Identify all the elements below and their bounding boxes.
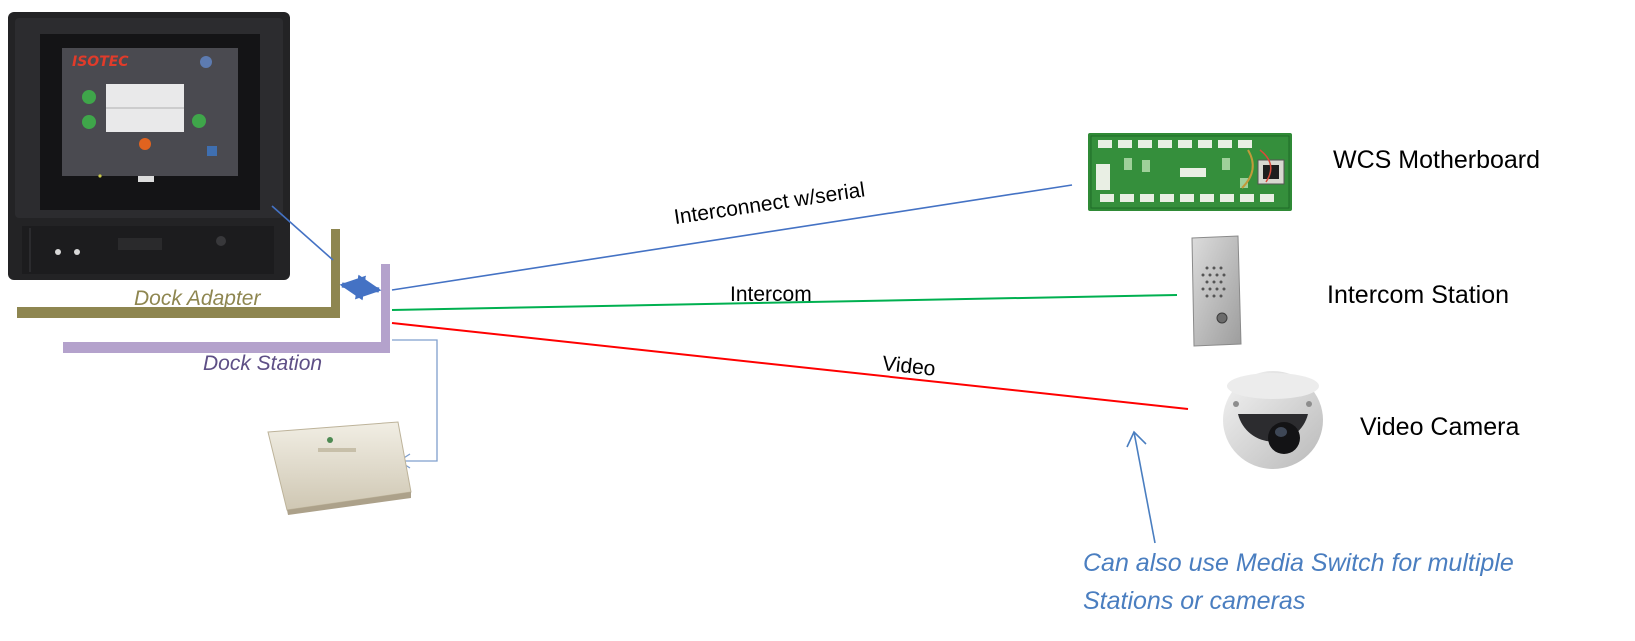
video-camera-image — [1223, 371, 1323, 469]
intercom-station-image — [1191, 235, 1242, 347]
video-line — [391, 322, 1189, 410]
wcs-motherboard-label: WCS Motherboard — [1333, 146, 1541, 174]
note-arrow — [1133, 431, 1156, 544]
intercom-station-label: Intercom Station — [1327, 281, 1510, 309]
dock-station-label: Dock Station — [203, 352, 323, 375]
video-camera-label: Video Camera — [1360, 413, 1520, 441]
dock-station — [63, 264, 390, 353]
interconnect-line — [391, 184, 1073, 291]
media-switch-note: Can also use Media Switch for multiple S… — [1083, 544, 1514, 620]
terminal-link-line — [271, 205, 334, 261]
wcs-motherboard-image — [1088, 133, 1292, 211]
dock-double-arrow — [339, 274, 382, 301]
dock-adapter-label: Dock Adapter — [134, 287, 261, 310]
note-line-1: Can also use Media Switch for multiple — [1083, 549, 1514, 577]
dock-to-box-connector — [392, 339, 438, 462]
control-box — [267, 421, 412, 515]
intercom-line — [391, 294, 1178, 311]
note-line-2: Stations or cameras — [1083, 587, 1306, 615]
isotec-terminal — [8, 12, 290, 280]
dock-adapter — [17, 229, 340, 318]
terminal-logo: ISOTEC — [72, 54, 129, 70]
note-arrow-head-icon — [1126, 430, 1147, 448]
intercom-label: Intercom — [730, 283, 812, 306]
